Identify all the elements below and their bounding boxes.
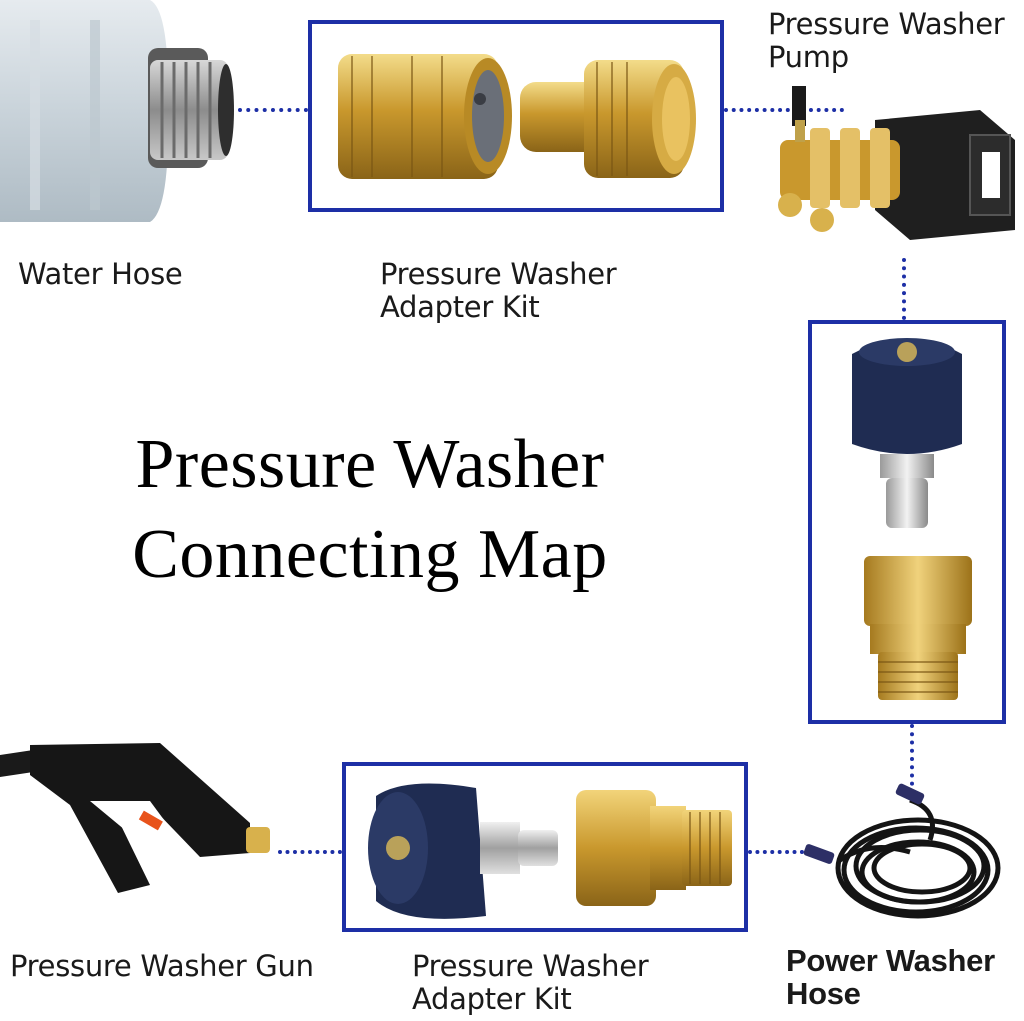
- pump-label: Pressure Washer Pump: [768, 7, 1005, 74]
- adapter-kit-bottom-box: [342, 762, 748, 932]
- adapter-kit-bottom-label-line-1: Pressure Washer: [412, 949, 649, 983]
- diagram-title: Pressure Washer Connecting Map: [60, 420, 680, 600]
- adapter-kit-bottom-label-line-2: Adapter Kit: [412, 982, 572, 1016]
- power-hose-label-line-2: Hose: [786, 976, 861, 1011]
- adapter-kit-top-label-line-2: Adapter Kit: [380, 290, 540, 324]
- pressure-washer-gun-icon: [0, 735, 282, 895]
- connector-kit-to-pump: [724, 108, 844, 112]
- pressure-washer-pump-icon: [770, 80, 1020, 250]
- connector-pump-to-coupler: [902, 258, 906, 320]
- pump-label-line-1: Pressure Washer: [768, 7, 1005, 41]
- water-hose-icon: [0, 0, 240, 225]
- water-hose-label: Water Hose: [18, 257, 183, 291]
- adapter-kit-top-box: [308, 20, 724, 212]
- adapter-kit-top-label-line-1: Pressure Washer: [380, 257, 617, 291]
- title-line-1: Pressure Washer: [135, 426, 605, 503]
- title-line-2: Connecting Map: [132, 516, 608, 593]
- gun-label: Pressure Washer Gun: [10, 949, 314, 983]
- pump-label-line-2: Pump: [768, 40, 849, 74]
- adapter-kit-bottom-icon: [368, 783, 732, 919]
- m22-coupler-icon: [852, 338, 972, 700]
- power-washer-hose-icon: [800, 780, 1010, 940]
- quick-connect-adapter-icon: [338, 54, 696, 179]
- adapter-kit-bottom-label: Pressure Washer Adapter Kit: [412, 949, 649, 1016]
- connector-kit-to-hose: [748, 850, 804, 854]
- power-hose-label-line-1: Power Washer: [786, 943, 995, 978]
- coupler-box-right: [808, 320, 1006, 724]
- connector-gun-to-kit: [278, 850, 342, 854]
- power-hose-label: Power Washer Hose: [786, 944, 995, 1010]
- connector-coupler-to-hose: [910, 724, 914, 794]
- connector-hose-to-kit: [238, 108, 308, 112]
- adapter-kit-top-label: Pressure Washer Adapter Kit: [380, 257, 617, 324]
